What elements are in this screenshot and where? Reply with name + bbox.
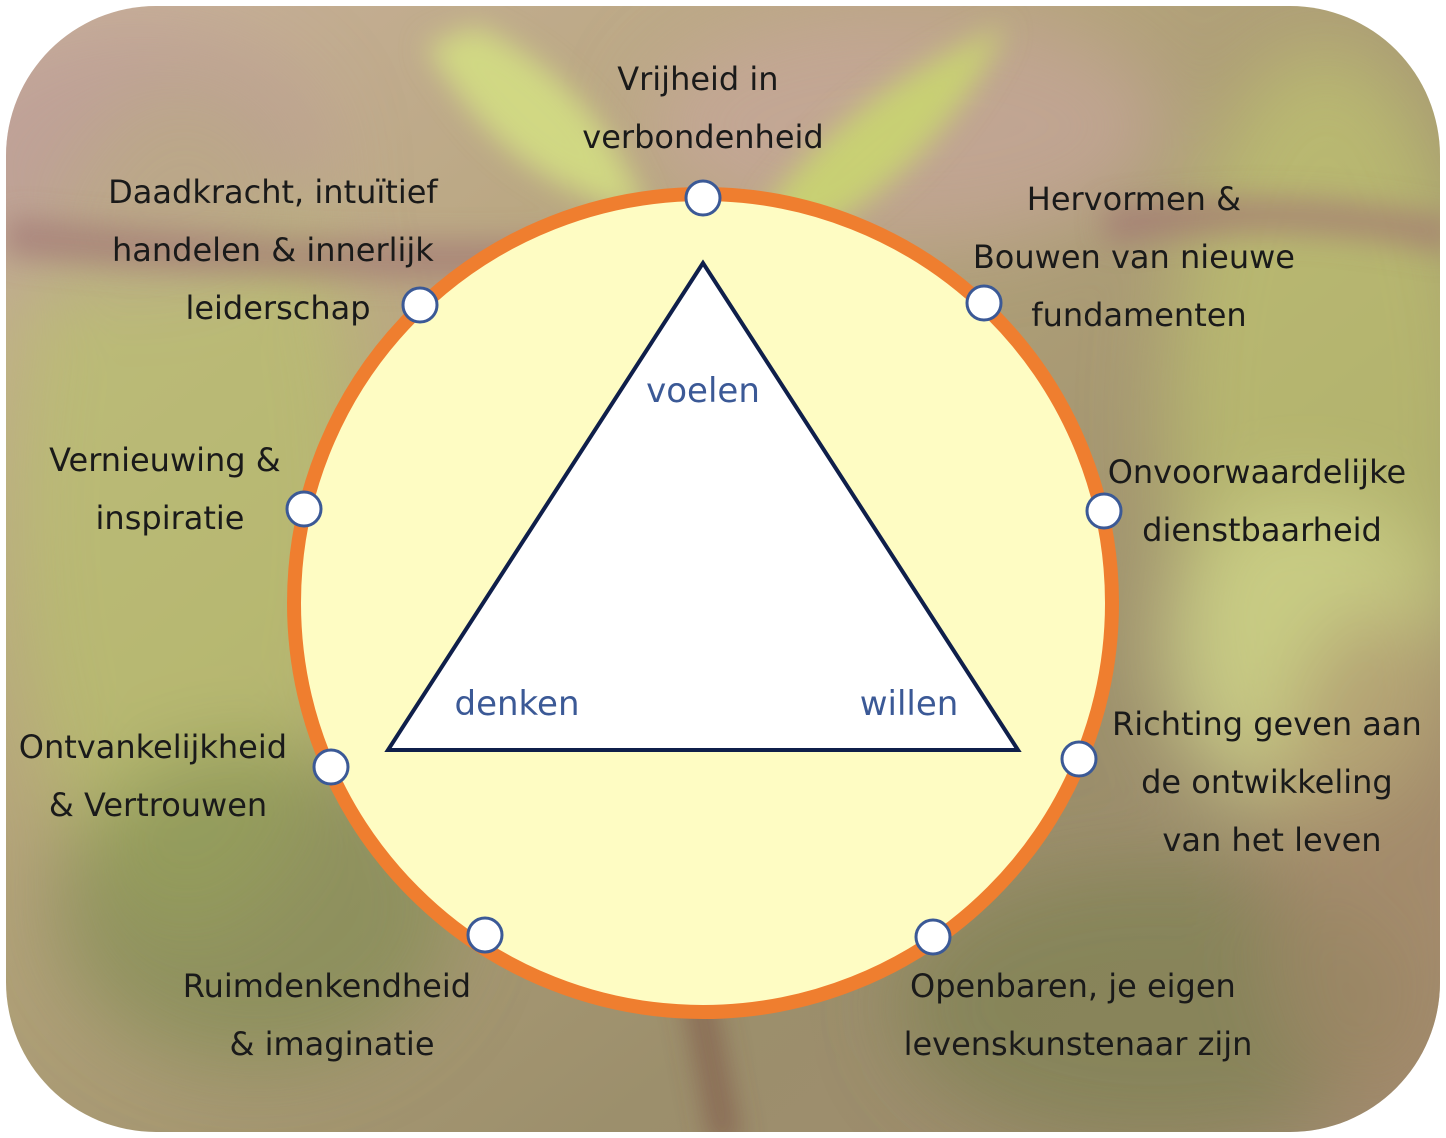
- node-top[interactable]: [686, 181, 720, 215]
- diagram-panel: voelen denken willen Vrijheid in verbond…: [6, 6, 1440, 1132]
- label-top-line: Vrijheid in: [617, 60, 778, 98]
- label-lower-left-line: & Vertrouwen: [49, 786, 267, 824]
- triangle-label-willen: willen: [860, 684, 959, 724]
- label-lower-right-line: de ontwikkeling: [1141, 763, 1393, 801]
- node-bottom-right[interactable]: [916, 920, 950, 954]
- label-right-line: Onvoorwaardelijke: [1108, 453, 1406, 491]
- label-upper-left-line: handelen & innerlijk: [112, 231, 434, 269]
- label-upper-right-line: fundamenten: [1031, 296, 1246, 334]
- label-top-line: verbondenheid: [582, 118, 823, 156]
- label-upper-right-line: Bouwen van nieuwe: [973, 238, 1295, 276]
- triangle-label-voelen: voelen: [646, 371, 760, 411]
- label-bottom-left-line: Ruimdenkendheid: [183, 967, 471, 1005]
- label-upper-left-line: leiderschap: [185, 289, 370, 327]
- label-upper-left-line: Daadkracht, intuïtief: [108, 173, 438, 211]
- node-lower-left[interactable]: [314, 750, 348, 784]
- node-left[interactable]: [287, 492, 321, 526]
- label-left-line: inspiratie: [96, 499, 245, 537]
- node-lower-right[interactable]: [1062, 742, 1096, 776]
- label-upper-right-line: Hervormen &: [1027, 180, 1241, 218]
- label-bottom-left-line: & imaginatie: [229, 1025, 434, 1063]
- triangle-label-denken: denken: [455, 684, 580, 724]
- node-right[interactable]: [1087, 494, 1121, 528]
- label-lower-right-line: Richting geven aan: [1112, 705, 1422, 743]
- label-lower-left-line: Ontvankelijkheid: [19, 728, 287, 766]
- label-bottom-right-line: Openbaren, je eigen: [910, 967, 1236, 1005]
- label-left-line: Vernieuwing &: [49, 441, 281, 479]
- node-bottom-left[interactable]: [468, 918, 502, 952]
- diagram-canvas: voelen denken willen Vrijheid in verbond…: [6, 6, 1440, 1132]
- node-upper-right[interactable]: [967, 286, 1001, 320]
- node-upper-left[interactable]: [403, 288, 437, 322]
- label-bottom-right-line: levenskunstenaar zijn: [904, 1025, 1253, 1063]
- label-lower-right-line: van het leven: [1162, 821, 1381, 859]
- label-right-line: dienstbaarheid: [1142, 511, 1382, 549]
